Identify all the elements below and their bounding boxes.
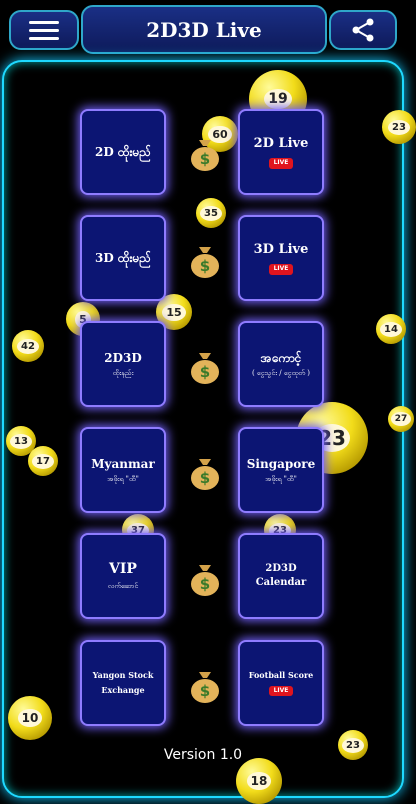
money-bag-icon: $ — [191, 672, 219, 703]
hamburger-menu-icon — [29, 16, 59, 45]
money-bag-icon: $ — [191, 565, 219, 596]
tile-2d3d-calendar[interactable]: 2D3D Calendar — [238, 533, 324, 619]
tile-2d-bet[interactable]: 2D ထိုးမည် — [80, 109, 166, 195]
svg-text:$: $ — [200, 363, 210, 381]
money-bag-icon: $ — [191, 140, 219, 171]
tile-label: 2D3D — [265, 563, 297, 574]
tile-myanmar-lottery[interactable]: Myanmar အဖိုးရ "ထီ" — [80, 427, 166, 513]
tile-yangon-stock-exchange[interactable]: Yangon Stock Exchange — [80, 640, 166, 726]
tile-label: 2D3D — [104, 350, 142, 365]
money-bag-icon: $ — [191, 247, 219, 278]
tile-label: 2D ထိုးမည် — [94, 144, 152, 159]
tile-label: Football Score — [248, 669, 314, 680]
menu-button[interactable] — [9, 10, 79, 50]
live-badge: LIVE — [268, 158, 294, 169]
version-label: Version 1.0 — [163, 747, 243, 763]
svg-text:$: $ — [200, 257, 210, 275]
lottery-ball-icon: 14 — [376, 314, 406, 344]
tile-label: Singapore — [246, 456, 316, 471]
tile-sublabel: Calendar — [255, 577, 307, 588]
lottery-ball-icon: 23 — [382, 110, 416, 144]
tile-3d-bet[interactable]: 3D ထိုးမည် — [80, 215, 166, 301]
svg-text:$: $ — [200, 575, 210, 593]
lottery-ball-icon: 10 — [8, 696, 52, 740]
lottery-ball-icon: 17 — [28, 446, 58, 476]
tile-how-to-bet[interactable]: 2D3D ထိုးနည်း — [80, 321, 166, 407]
tile-label: 3D ထိုးမည် — [94, 250, 152, 265]
lottery-ball-icon: 60 — [202, 116, 238, 152]
lottery-ball-icon: 13 — [6, 426, 36, 456]
tile-label: 2D Live — [253, 136, 309, 152]
lottery-ball-icon: 42 — [12, 330, 44, 362]
tile-label: Yangon Stock — [92, 669, 154, 680]
money-bag-icon: $ — [191, 459, 219, 490]
live-badge: LIVE — [268, 264, 294, 275]
tile-football-score[interactable]: Football Score LIVE — [238, 640, 324, 726]
tile-sublabel: အဖိုးရ "ထီ" — [265, 474, 297, 483]
live-badge: LIVE — [268, 685, 294, 697]
lottery-ball-icon: 35 — [196, 198, 226, 228]
tile-sublabel: လက်ဆောင် — [107, 581, 139, 590]
svg-text:$: $ — [200, 682, 210, 700]
tile-sublabel: Exchange — [101, 685, 145, 695]
svg-text:$: $ — [200, 150, 210, 168]
tile-label: Myanmar — [91, 456, 155, 471]
tile-sublabel: ထိုးနည်း — [112, 368, 134, 377]
tile-account[interactable]: အကောင့် ( ငွေသွင်း / ငွေထုတ် ) — [238, 321, 324, 407]
tile-vip[interactable]: VIP လက်ဆောင် — [80, 533, 166, 619]
tile-label: VIP — [109, 561, 137, 578]
share-icon — [352, 18, 374, 42]
lottery-ball-icon: 23 — [338, 730, 368, 760]
tile-3d-live[interactable]: 3D Live LIVE — [238, 215, 324, 301]
tile-label: 3D Live — [253, 242, 309, 258]
money-bag-icon: $ — [191, 353, 219, 384]
tile-label: အကောင့် — [260, 350, 302, 365]
share-button[interactable] — [329, 10, 397, 50]
lottery-ball-icon: 27 — [388, 406, 414, 432]
svg-text:$: $ — [200, 469, 210, 487]
app-title: 2D3D Live — [81, 5, 327, 54]
tile-sublabel: ( ငွေသွင်း / ငွေထုတ် ) — [251, 368, 311, 377]
tile-sublabel: အဖိုးရ "ထီ" — [107, 474, 139, 483]
tile-2d-live[interactable]: 2D Live LIVE — [238, 109, 324, 195]
tile-singapore-lottery[interactable]: Singapore အဖိုးရ "ထီ" — [238, 427, 324, 513]
lottery-ball-icon: 18 — [236, 758, 282, 804]
